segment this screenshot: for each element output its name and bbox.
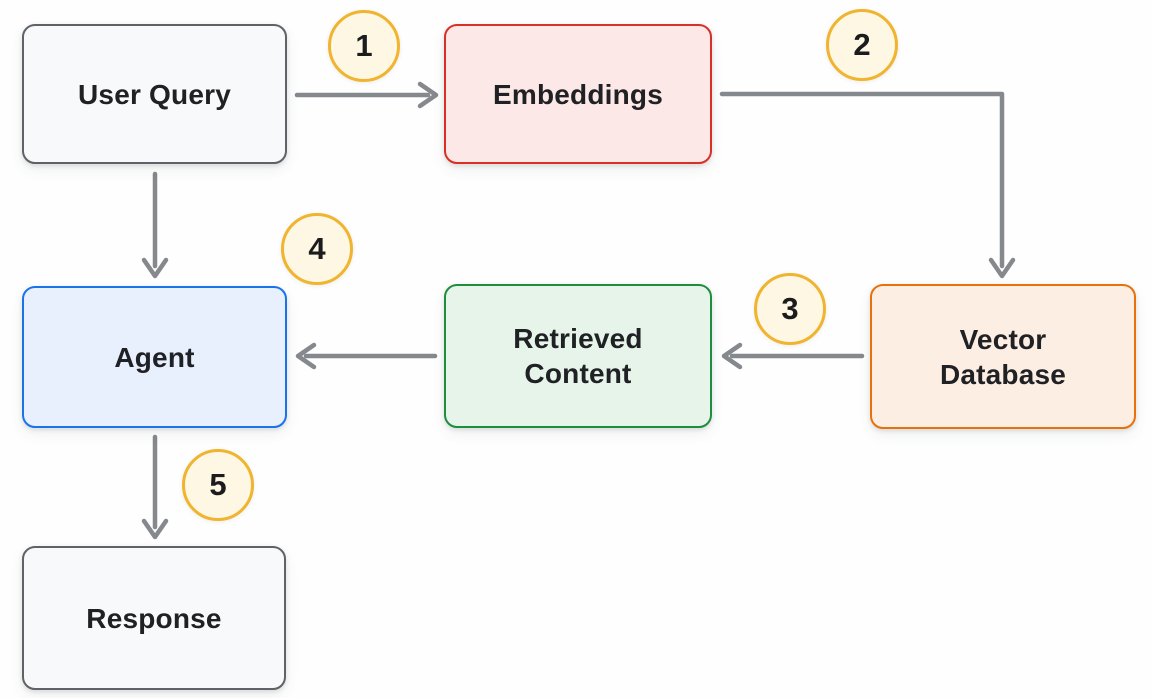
node-retrieved-content: Retrieved Content <box>444 284 712 428</box>
arrow-retrieved-content-to-agent <box>295 342 438 370</box>
step-badge-4: 4 <box>281 213 353 285</box>
node-embeddings: Embeddings <box>444 24 712 164</box>
step-badge-1: 1 <box>328 10 400 82</box>
step-badge-3: 3 <box>754 273 826 345</box>
node-vector-database: Vector Database <box>870 284 1136 429</box>
arrow-vector-database-to-retrieved-content <box>721 342 865 370</box>
node-agent: Agent <box>22 286 287 428</box>
arrow-user-query-to-agent <box>141 171 169 279</box>
node-user-query-label: User Query <box>78 78 231 110</box>
node-vector-database-label: Vector Database <box>939 323 1067 390</box>
node-agent-label: Agent <box>114 341 195 373</box>
node-retrieved-content-label: Retrieved Content <box>513 323 643 389</box>
step-badge-2: 2 <box>826 9 898 81</box>
arrow-user-query-to-embeddings <box>294 81 439 109</box>
step-badge-5: 5 <box>182 449 254 521</box>
node-response: Response <box>22 546 286 690</box>
arrow-embeddings-to-vector-database <box>719 91 1016 279</box>
node-embeddings-label: Embeddings <box>492 78 663 110</box>
node-response-label: Response <box>86 602 222 634</box>
node-user-query: User Query <box>22 24 287 164</box>
arrow-agent-to-response <box>141 434 169 540</box>
